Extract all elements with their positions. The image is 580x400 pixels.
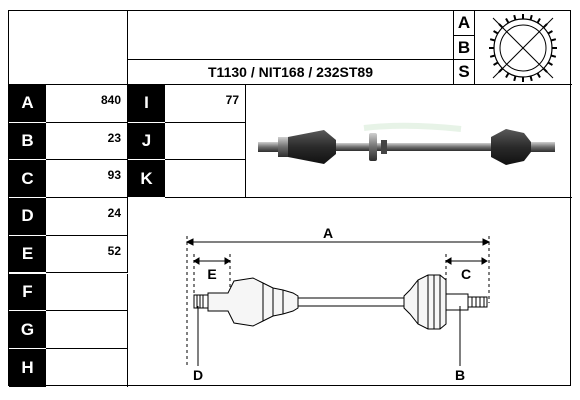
drive-shaft-photo [246,85,572,198]
spec-value [46,311,128,349]
abs-letters: A B S [453,11,475,85]
drive-shaft-diagram: A E C D B [128,198,572,387]
dimension-label-a: A [323,225,333,241]
spec-letter: K [128,160,165,199]
header-blank-cell [9,11,128,85]
spec-value [165,160,246,199]
spec-value: 77 [165,85,246,123]
spec-value: 93 [46,160,128,199]
spec-value [46,348,128,387]
dimension-label-d: D [193,367,203,383]
spec-letter: E [9,235,46,274]
dimension-label-e: E [207,266,216,282]
spec-letter: F [9,273,46,312]
spec-value: 52 [46,235,128,274]
spec-value: 840 [46,85,128,123]
spec-letter: I [128,85,165,123]
dimension-label-c: C [461,266,471,282]
header-divider [128,59,453,60]
abs-ring-icon [475,11,572,85]
spec-letter: A [9,85,46,123]
spec-letter: H [9,348,46,387]
abs-letter-s: S [458,62,470,82]
spec-letter: D [9,198,46,236]
abs-letter-a: A [454,11,474,36]
header-title-cell: T1130 / NIT168 / 232ST89 [128,11,453,85]
dimension-label-b: B [455,367,465,383]
spec-value [165,122,246,161]
spec-letter: J [128,122,165,161]
product-sheet: T1130 / NIT168 / 232ST89 A B S [8,10,572,387]
spec-letter: G [9,311,46,349]
part-code: T1130 / NIT168 / 232ST89 [208,64,373,80]
spec-value: 23 [46,122,128,161]
abs-letter-b: B [454,36,474,61]
spec-letter: C [9,160,46,199]
spec-letter: B [9,122,46,161]
spec-value: 24 [46,198,128,236]
spec-value [46,273,128,312]
